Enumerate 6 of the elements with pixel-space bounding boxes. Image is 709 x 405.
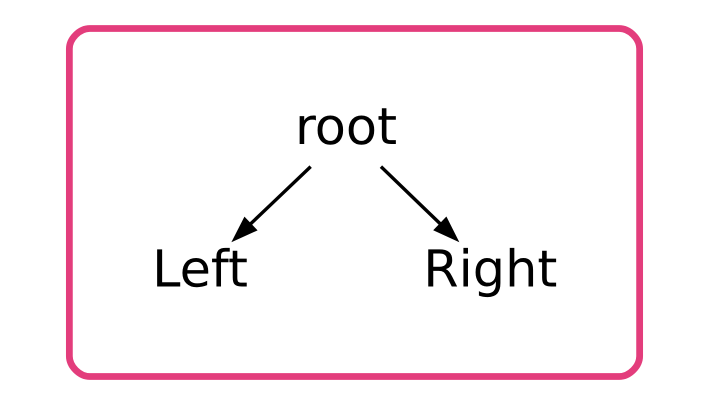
node-text: Right xyxy=(423,240,558,300)
node-text: root xyxy=(294,98,398,157)
node-text: Left xyxy=(152,240,248,300)
arrow xyxy=(380,165,460,242)
arrow xyxy=(231,165,312,242)
cluster xyxy=(66,25,644,380)
